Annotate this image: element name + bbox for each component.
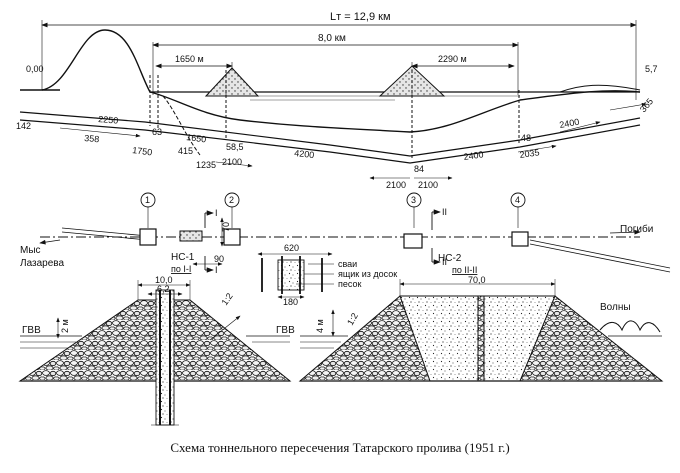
longitudinal-profile — [19, 20, 647, 180]
artificial-island-left — [204, 67, 260, 97]
right-span-label: 2290 м — [438, 54, 467, 64]
dim-180: 180 — [283, 297, 298, 307]
left-depth-label: 2 м — [60, 319, 70, 333]
left-width-label: 10,0 — [155, 275, 173, 285]
dim-585: 58,5 — [226, 142, 244, 152]
left-inner-label: 6,2 — [157, 284, 170, 294]
dim-4200: 4200 — [294, 148, 315, 160]
left-elev-label: 0,00 — [26, 64, 44, 74]
plan-labels: 1 2 3 4 I I II II 70 90 620 180 Мыс Лаза… — [20, 195, 653, 307]
right-width-label: 70,0 — [468, 275, 486, 285]
section-I-top: I — [215, 208, 218, 218]
wave-line — [599, 320, 661, 333]
section-II-bottom: II — [442, 257, 447, 267]
shaft-4 — [511, 231, 529, 247]
legend-sand: песок — [338, 279, 361, 289]
dim-90: 90 — [214, 254, 224, 264]
tunnel-line-upper — [19, 111, 641, 157]
dim-63: 63 — [152, 127, 162, 137]
tunnel-line-lower — [19, 119, 641, 164]
marker-3-label: 3 — [411, 195, 416, 205]
dim-1650: 1650 — [186, 132, 207, 144]
seabed-line — [149, 90, 641, 133]
right-gvv-label: ГВВ — [276, 325, 295, 336]
dim-48: 48 — [521, 133, 531, 143]
place-right: Погиби — [620, 223, 653, 235]
plan-view — [39, 192, 671, 299]
place-left-2: Лазарева — [20, 258, 64, 269]
station-2-section: по II-II — [452, 265, 477, 275]
dim-620: 620 — [284, 243, 299, 253]
left-dam-section — [18, 299, 292, 382]
shaft-1 — [139, 228, 157, 246]
right-depth-label: 4 м — [315, 319, 325, 333]
left-pile-core — [155, 289, 175, 426]
station-1-label: НС-1 — [171, 252, 195, 263]
left-hill — [41, 29, 151, 93]
dim-2250: 2250 — [98, 114, 119, 126]
marker-4-label: 4 — [515, 195, 520, 205]
station-2-label: НС-2 — [438, 253, 462, 264]
legend-box: ящик из досок — [338, 269, 397, 279]
dim-2035: 2035 — [519, 147, 540, 160]
dim-70: 70 — [221, 222, 231, 232]
place-left-1: Мыс — [20, 245, 41, 256]
marker-2-label: 2 — [229, 195, 234, 205]
dim-1235: 1235 — [196, 160, 216, 170]
station-1-section: по I-I — [171, 264, 191, 274]
dim-365: 365 — [638, 96, 655, 114]
right-elev-label: 5,7 — [645, 64, 658, 74]
dim-2100-b: 2100 — [386, 180, 406, 190]
dim-2400-b: 2400 — [559, 117, 580, 130]
dim-2400-a: 2400 — [463, 149, 484, 162]
section-II-top: II — [442, 207, 447, 217]
left-span-label: 1650 м — [175, 54, 204, 64]
waves-label: Волны — [600, 302, 631, 313]
left-slope-label: 1:2 — [219, 291, 234, 307]
profile-labels: Lт = 12,9 км 8,0 км 1650 м 2290 м 0,00 5… — [16, 11, 658, 190]
pump-station-1 — [179, 230, 203, 242]
dim-2100-c: 2100 — [418, 180, 438, 190]
dim-358: 358 — [84, 133, 100, 144]
diagram-caption: Схема тоннельного пересечения Татарского… — [170, 440, 510, 455]
right-slope-label: 1:2 — [345, 311, 360, 327]
cross-sections — [18, 279, 664, 426]
marker-1-label: 1 — [145, 195, 150, 205]
dim-1750: 1750 — [132, 145, 153, 157]
legend-piles: сваи — [338, 259, 357, 269]
shaft-3 — [403, 233, 423, 249]
left-gvv-label: ГВВ — [22, 325, 41, 336]
dim-415: 415 — [178, 146, 193, 156]
shaft-2 — [223, 228, 241, 246]
dim-84: 84 — [414, 164, 424, 174]
total-length-label: Lт = 12,9 км — [330, 11, 391, 23]
dim-142: 142 — [16, 121, 31, 131]
sea-width-label: 8,0 км — [318, 33, 346, 44]
section-I-bottom: I — [215, 265, 218, 275]
dim-2100-a: 2100 — [222, 157, 242, 167]
